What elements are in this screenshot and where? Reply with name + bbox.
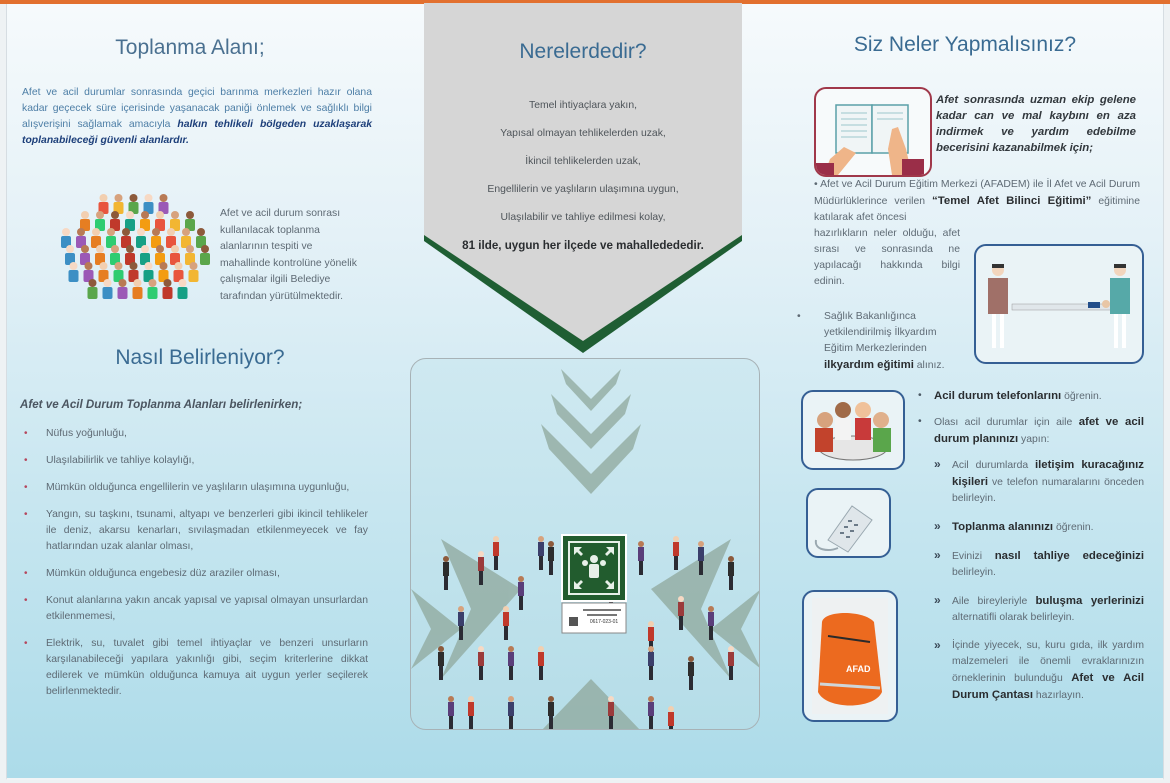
item-bold: nasıl tahliye edeceğinizi <box>994 550 1144 562</box>
where-item: Ulaşılabilir ve tahliye edilmesi kolay, <box>500 212 666 223</box>
first-aid-training: • Sağlık Bakanlığınca yetkilendirilmiş İ… <box>797 309 967 374</box>
item-pre: İçinde yiyecek, su, kuru gıda, ilk yardı… <box>952 640 1144 684</box>
item-post: yapın: <box>1018 434 1050 445</box>
municipality-note: Afet ve acil durum sonrası kullanılacak … <box>220 208 357 302</box>
checklist-subitem: Evinizi nasıl tahliye edeceğinizi belirl… <box>918 547 1144 581</box>
intro-plain-text: Afet ve acil durumlar sonrasında geçici … <box>22 87 372 130</box>
preparedness-checklist: Acil durum telefonlarını öğrenin. Olası … <box>918 388 1144 716</box>
item-post: alternatifli olarak belirleyin. <box>952 612 1075 623</box>
criteria-item: Yangın, su taşkını, tsunami, altyapı ve … <box>20 507 368 555</box>
assembly-area-intro: Afet ve acil durumlar sonrasında geçici … <box>22 85 372 149</box>
assembly-area-title: Toplanma Alanı; <box>115 36 265 59</box>
item-pre: Evinizi <box>952 551 995 562</box>
item-bold: buluşma yerlerinizi <box>1035 595 1145 607</box>
family-meeting-image-frame <box>801 390 905 470</box>
assembly-area-illustration: 0617-023-01 <box>410 358 760 730</box>
checklist-subitem: İçinde yiyecek, su, kuru gıda, ilk yardı… <box>918 637 1144 704</box>
crowd-illustration <box>50 186 220 306</box>
checklist-subitem: Acil durumlarda iletişim kuracağınız kiş… <box>918 456 1144 507</box>
where-item: Yapısal olmayan tehlikelerden uzak, <box>500 128 666 139</box>
item-post: ve telefon numaralarını önceden belirley… <box>952 477 1144 504</box>
criteria-item: Elektrik, su, tuvalet gibi temel ihtiyaç… <box>20 636 368 700</box>
first-aid-post: alınız. <box>913 360 945 371</box>
where-item: Temel ihtiyaçlara yakın, <box>529 100 637 111</box>
family-meeting-icon <box>815 402 891 461</box>
criteria-item: Mümkün olduğunca engebesiz düz araziler … <box>20 566 368 582</box>
checklist-subitem: Toplanma alanınızı öğrenin. <box>918 518 1144 536</box>
emergency-bag-image-frame: AFAD <box>802 590 898 722</box>
checklist-item: Acil durum telefonlarını öğrenin. <box>918 388 1144 405</box>
bullet-icon: • <box>797 311 801 322</box>
stretcher-icon <box>988 264 1130 348</box>
afadem-bold: “Temel Afet Bilinci Eğitimi” <box>932 195 1092 207</box>
book-image-frame <box>814 87 932 177</box>
sign-code: 0617-023-01 <box>590 619 619 625</box>
intro-emphasis-text: halkın tehlikeli bölgeden uzaklaşarak to… <box>22 119 373 146</box>
afadem-pre: • Afet ve Acil Durum Eğitim Merkezi (AFA… <box>814 179 1140 207</box>
telephone-icon <box>814 505 873 553</box>
criteria-item: Ulaşılabilirlik ve tahliye kolaylığı, <box>20 453 368 469</box>
where-item: İkincil tehlikelerden uzak, <box>525 156 641 167</box>
checklist-subitem: Aile bireyleriyle buluşma yerlerinizi al… <box>918 592 1145 626</box>
item-post: öğrenin. <box>1061 391 1102 402</box>
criteria-heading: Afet ve Acil Durum Toplanma Alanları bel… <box>20 398 303 411</box>
top-accent-bar <box>0 0 1170 4</box>
item-post: belirleyin. <box>952 567 996 578</box>
item-bold: Afet ve Acil Durum Çantası <box>952 672 1144 701</box>
where-highlight: 81 ilde, uygun her ilçede ve mahalledede… <box>462 239 704 252</box>
item-bold: afet ve acil durum planınızı <box>934 416 1144 445</box>
training-purpose-text: Afet sonrasında uzman ekip gelene kadar … <box>936 94 1136 154</box>
assembly-scene-icon: 0617-023-01 <box>411 369 759 729</box>
afadem-post: eğitimine katılarak afet öncesi <box>814 196 1140 223</box>
item-post: hazırlayın. <box>1033 690 1084 701</box>
telephone-image-frame <box>806 488 891 558</box>
how-determined-title: Nasıl Belirleniyor? <box>115 346 285 369</box>
item-post: öğrenin. <box>1053 522 1094 533</box>
item-pre: Aile bireyleriyle <box>952 596 1036 607</box>
first-aid-bold: ilkyardım eğitimi <box>824 359 914 371</box>
open-book-icon <box>816 104 924 175</box>
criteria-item: Nüfus yoğunluğu, <box>20 426 368 442</box>
afadem-training-continued: hazırlıkların neler olduğu, afet sırası … <box>814 228 960 287</box>
afad-logo-text: AFAD <box>846 664 871 674</box>
item-pre: Olası acil durumlar için aile <box>934 417 1079 428</box>
first-aid-pre: Sağlık Bakanlığınca yetkilendirilmiş İlk… <box>824 311 937 354</box>
what-to-do-title: Siz Neler Yapmalısınız? <box>853 33 1077 56</box>
where-item: Engellilerin ve yaşlıların ulaşımına uyg… <box>487 184 679 195</box>
afadem-training-text: • Afet ve Acil Durum Eğitim Merkezi (AFA… <box>814 177 1140 226</box>
where-panel-chevron <box>424 3 742 353</box>
criteria-list: Nüfus yoğunluğu, Ulaşılabilirlik ve tahl… <box>20 426 368 711</box>
criteria-item: Konut alanlarına yakın ancak yapısal ve … <box>20 593 368 625</box>
first-aid-text: Sağlık Bakanlığınca yetkilendirilmiş İlk… <box>797 309 967 374</box>
emergency-backpack-icon: AFAD <box>812 598 888 714</box>
item-bold: Acil durum telefonlarını <box>934 390 1062 402</box>
crowd-people-icon <box>61 194 210 299</box>
checklist-item: Olası acil durumlar için aile afet ve ac… <box>918 414 1144 448</box>
criteria-item: Mümkün olduğunca engellilerin ve yaşlıla… <box>20 480 368 496</box>
where-title: Nerelerdedir? <box>519 40 647 63</box>
item-bold: Toplanma alanınızı <box>952 521 1054 533</box>
item-bold: iletişim kuracağınız kişileri <box>952 459 1144 488</box>
where-list: Temel ihtiyaçlara yakın, Yapısal olmayan… <box>420 92 746 260</box>
item-pre: Acil durumlarda <box>952 460 1035 471</box>
stretcher-image-frame <box>974 244 1144 364</box>
